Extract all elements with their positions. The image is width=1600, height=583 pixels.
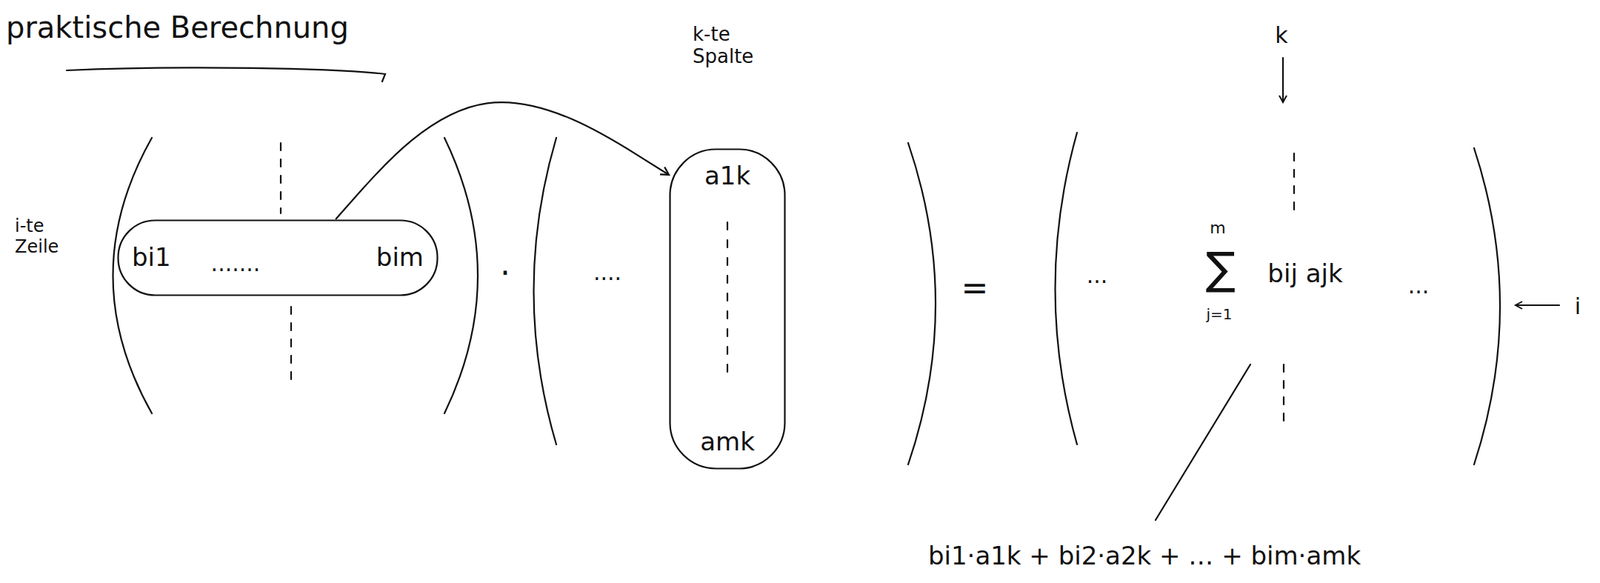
matrix-row: bi1 bim	[117, 219, 439, 297]
sum-expansion: bi1·a1k + bi2·a2k + … + bim·amk	[928, 541, 1361, 571]
matrix-bracket	[1474, 148, 1500, 465]
row-label: i-te Zeile	[14, 216, 76, 258]
matrix-bracket	[534, 137, 558, 445]
dotted-line	[1282, 364, 1285, 424]
matrix-entry: bim	[376, 242, 424, 272]
sum-symbol: ∑	[1205, 242, 1236, 295]
page-title: praktische Berechnung	[5, 10, 349, 45]
column-index: k	[1274, 22, 1288, 49]
dotted-line	[726, 222, 729, 375]
title-underline	[66, 67, 386, 82]
ellipsis: ...	[1086, 262, 1109, 289]
matrix-bracket	[113, 137, 153, 414]
matrix-entry: bi1	[131, 242, 172, 272]
sum-upper-limit: m	[1209, 218, 1226, 238]
dotted-line	[280, 142, 282, 214]
row-index: i	[1574, 294, 1581, 320]
node-outline-shape	[118, 220, 438, 296]
dotted-line	[1293, 153, 1295, 214]
sum-lower-limit: j=1	[1205, 305, 1232, 323]
ellipsis: ....	[593, 260, 622, 286]
leader-line	[1155, 364, 1251, 520]
matrix-entry: amk	[700, 427, 755, 457]
matrix-bracket	[908, 142, 936, 465]
equals-sign: =	[961, 269, 989, 308]
matrix-bracket	[1055, 132, 1078, 445]
matrix-column: a1k amk	[668, 148, 786, 470]
sum-term: bij ajk	[1267, 259, 1343, 289]
matrix-bracket	[444, 137, 478, 414]
column-label: k-te Spalte	[692, 23, 776, 69]
node-outline	[668, 148, 786, 470]
row-arrow	[1515, 304, 1560, 306]
ellipsis: ...	[1408, 273, 1430, 300]
node-outline-shape	[670, 149, 786, 469]
connector-arrow	[335, 102, 669, 220]
column-arrow	[1282, 57, 1284, 103]
ellipsis: .......	[211, 251, 261, 278]
multiply-sign: ·	[500, 254, 511, 293]
dotted-line	[290, 306, 292, 389]
matrix-entry: a1k	[704, 161, 751, 191]
